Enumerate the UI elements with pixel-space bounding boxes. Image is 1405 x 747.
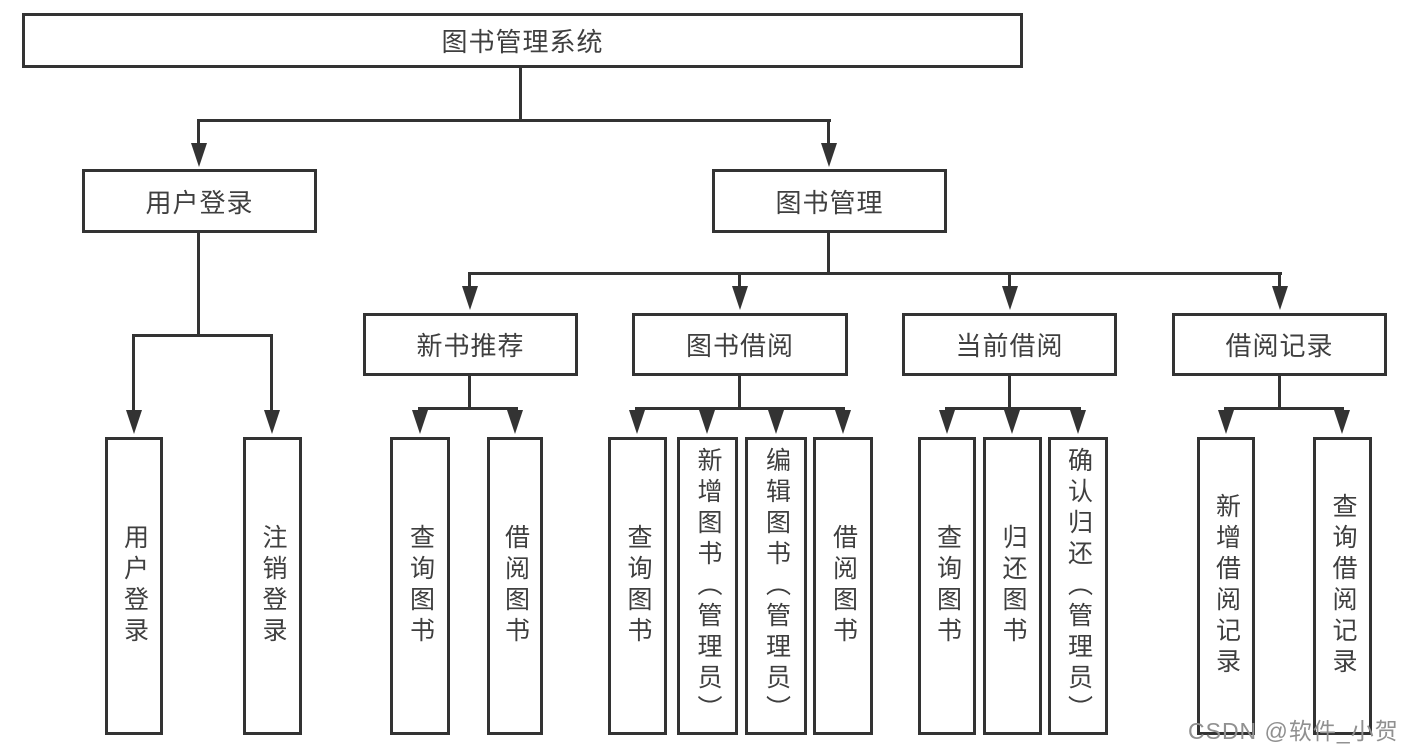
node-leaf-borrow-books: 借阅图书 <box>487 437 543 735</box>
arrow-down-icon <box>191 143 207 167</box>
leaf-label: 编辑图书（管理员） <box>762 446 791 726</box>
connector-line <box>1224 407 1344 410</box>
arrow-down-icon <box>768 410 784 434</box>
connector-line <box>132 334 273 337</box>
leaf-label: 确认归还（管理员） <box>1064 446 1093 726</box>
leaf-label: 查询图书 <box>406 524 435 648</box>
node-leaf-add-books-admin: 新增图书（管理员） <box>677 437 738 735</box>
node-leaf-edit-books-admin: 编辑图书（管理员） <box>745 437 807 735</box>
node-root: 图书管理系统 <box>22 13 1023 68</box>
arrow-down-icon <box>1272 286 1288 310</box>
leaf-label: 借阅图书 <box>501 524 530 648</box>
connector-line <box>468 272 471 288</box>
arrow-down-icon <box>835 410 851 434</box>
node-leaf-user-login: 用户登录 <box>105 437 163 735</box>
node-leaf-query-books: 查询图书 <box>390 437 450 735</box>
connector-line <box>635 407 845 410</box>
connector-line <box>945 407 1081 410</box>
leaf-label: 新增图书（管理员） <box>694 446 722 726</box>
connector-line <box>418 407 518 410</box>
node-leaf-return-books: 归还图书 <box>983 437 1042 735</box>
arrow-down-icon <box>412 410 428 434</box>
connector-line <box>468 272 1282 275</box>
arrow-down-icon <box>699 410 715 434</box>
connector-line <box>1278 376 1281 410</box>
watermark: CSDN @软件_小贺同学 <box>1188 718 1399 744</box>
leaf-label: 新增借阅记录 <box>1212 493 1241 679</box>
node-borrow-records: 借阅记录 <box>1172 313 1387 376</box>
leaf-label: 查询图书 <box>624 524 652 648</box>
connector-line <box>1008 272 1011 288</box>
connector-line <box>827 233 830 275</box>
node-leaf-query-borrow-record: 查询借阅记录 <box>1313 437 1372 735</box>
arrow-down-icon <box>1004 410 1020 434</box>
arrow-down-icon <box>462 286 478 310</box>
connector-line <box>197 119 831 122</box>
connector-line <box>132 334 135 411</box>
arrow-down-icon <box>1334 410 1350 434</box>
connector-line <box>1008 376 1011 410</box>
connector-line <box>468 376 471 410</box>
node-new-book-rec: 新书推荐 <box>363 313 578 376</box>
leaf-label: 用户登录 <box>120 524 149 648</box>
node-leaf-logout: 注销登录 <box>243 437 302 735</box>
arrow-down-icon <box>1070 410 1086 434</box>
leaf-label: 注销登录 <box>259 524 287 648</box>
connector-line <box>738 272 741 288</box>
node-leaf-borrow-books: 借阅图书 <box>813 437 873 735</box>
arrow-down-icon <box>1218 410 1234 434</box>
node-book-borrow: 图书借阅 <box>632 313 848 376</box>
arrow-down-icon <box>821 143 837 167</box>
leaf-label: 借阅图书 <box>829 524 858 648</box>
node-leaf-query-books: 查询图书 <box>608 437 667 735</box>
connector-line <box>270 334 273 411</box>
leaf-label: 查询借阅记录 <box>1329 493 1357 679</box>
arrow-down-icon <box>939 410 955 434</box>
leaf-label: 查询图书 <box>933 524 962 648</box>
arrow-down-icon <box>507 410 523 434</box>
arrow-down-icon <box>126 410 142 434</box>
node-current-borrow: 当前借阅 <box>902 313 1117 376</box>
connector-line <box>519 68 522 122</box>
connector-line <box>197 119 200 147</box>
node-leaf-query-books: 查询图书 <box>918 437 976 735</box>
connector-line <box>1278 272 1281 288</box>
connector-line <box>827 119 830 147</box>
leaf-label: 归还图书 <box>999 524 1027 648</box>
arrow-down-icon <box>264 410 280 434</box>
arrow-down-icon <box>629 410 645 434</box>
arrow-down-icon <box>732 286 748 310</box>
node-book-mgmt: 图书管理 <box>712 169 947 233</box>
connector-line <box>197 233 200 337</box>
arrow-down-icon <box>1002 286 1018 310</box>
connector-line <box>738 376 741 410</box>
node-leaf-confirm-return-admin: 确认归还（管理员） <box>1048 437 1108 735</box>
node-leaf-add-borrow-record: 新增借阅记录 <box>1197 437 1255 735</box>
node-user-login: 用户登录 <box>82 169 317 233</box>
